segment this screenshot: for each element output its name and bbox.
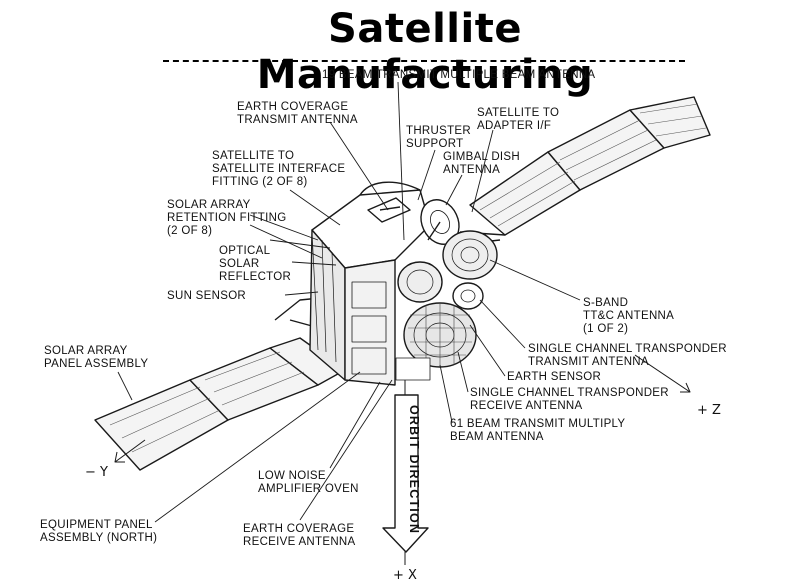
label-s-band-antenna: S-BAND TT&C ANTENNA (1 OF 2) (583, 297, 675, 335)
page-title: Satellite Manufacturing (256, 6, 594, 98)
label-optical-reflector: OPTICAL SOLAR REFLECTOR (219, 245, 292, 283)
label-satellite-interface: SATELLITE TO SATELLITE INTERFACE FITTING… (212, 150, 346, 188)
left-solar-array (94, 297, 346, 471)
axis-minus-y: − Y (85, 465, 108, 480)
right-solar-array (454, 96, 711, 246)
satellite-bus (309, 181, 431, 386)
orbit-direction-arrow (382, 394, 429, 553)
label-earth-sensor: EARTH SENSOR (507, 371, 602, 383)
label-sun-sensor: SUN SENSOR (167, 290, 247, 302)
label-19-beam-antenna: 19 BEAM TRANSMIT MULTIPLE BEAM ANTENNA (322, 69, 596, 81)
axis-plus-x: + X (393, 568, 417, 583)
label-single-channel-receive: SINGLE CHANNEL TRANSPONDER RECEIVE ANTEN… (470, 387, 669, 412)
label-low-noise-amplifier: LOW NOISE AMPLIFIER OVEN (258, 470, 359, 495)
axis-plus-z: + Z (697, 403, 721, 418)
label-solar-panel-assembly: SOLAR ARRAY PANEL ASSEMBLY (44, 345, 149, 370)
label-61-beam-antenna: 61 BEAM TRANSMIT MULTIPLY BEAM ANTENNA (450, 418, 626, 443)
label-single-channel-transmit: SINGLE CHANNEL TRANSPONDER TRANSMIT ANTE… (528, 343, 727, 368)
label-earth-coverage-receive: EARTH COVERAGE RECEIVE ANTENNA (243, 523, 356, 548)
label-earth-coverage-transmit: EARTH COVERAGE TRANSMIT ANTENNA (237, 101, 358, 126)
label-gimbal-dish: GIMBAL DISH ANTENNA (443, 151, 520, 176)
title-underline (163, 60, 685, 62)
label-thruster-support: THRUSTER SUPPORT (406, 125, 472, 150)
orbit-direction-label: ORBIT DIRECTION (407, 405, 421, 534)
label-satellite-adapter: SATELLITE TO ADAPTER I/F (477, 107, 560, 132)
horn-arrays (395, 230, 498, 381)
label-equipment-panel: EQUIPMENT PANEL ASSEMBLY (NORTH) (40, 519, 158, 544)
label-solar-retention: SOLAR ARRAY RETENTION FITTING (2 OF 8) (167, 199, 287, 237)
leader-lines (117, 81, 581, 523)
